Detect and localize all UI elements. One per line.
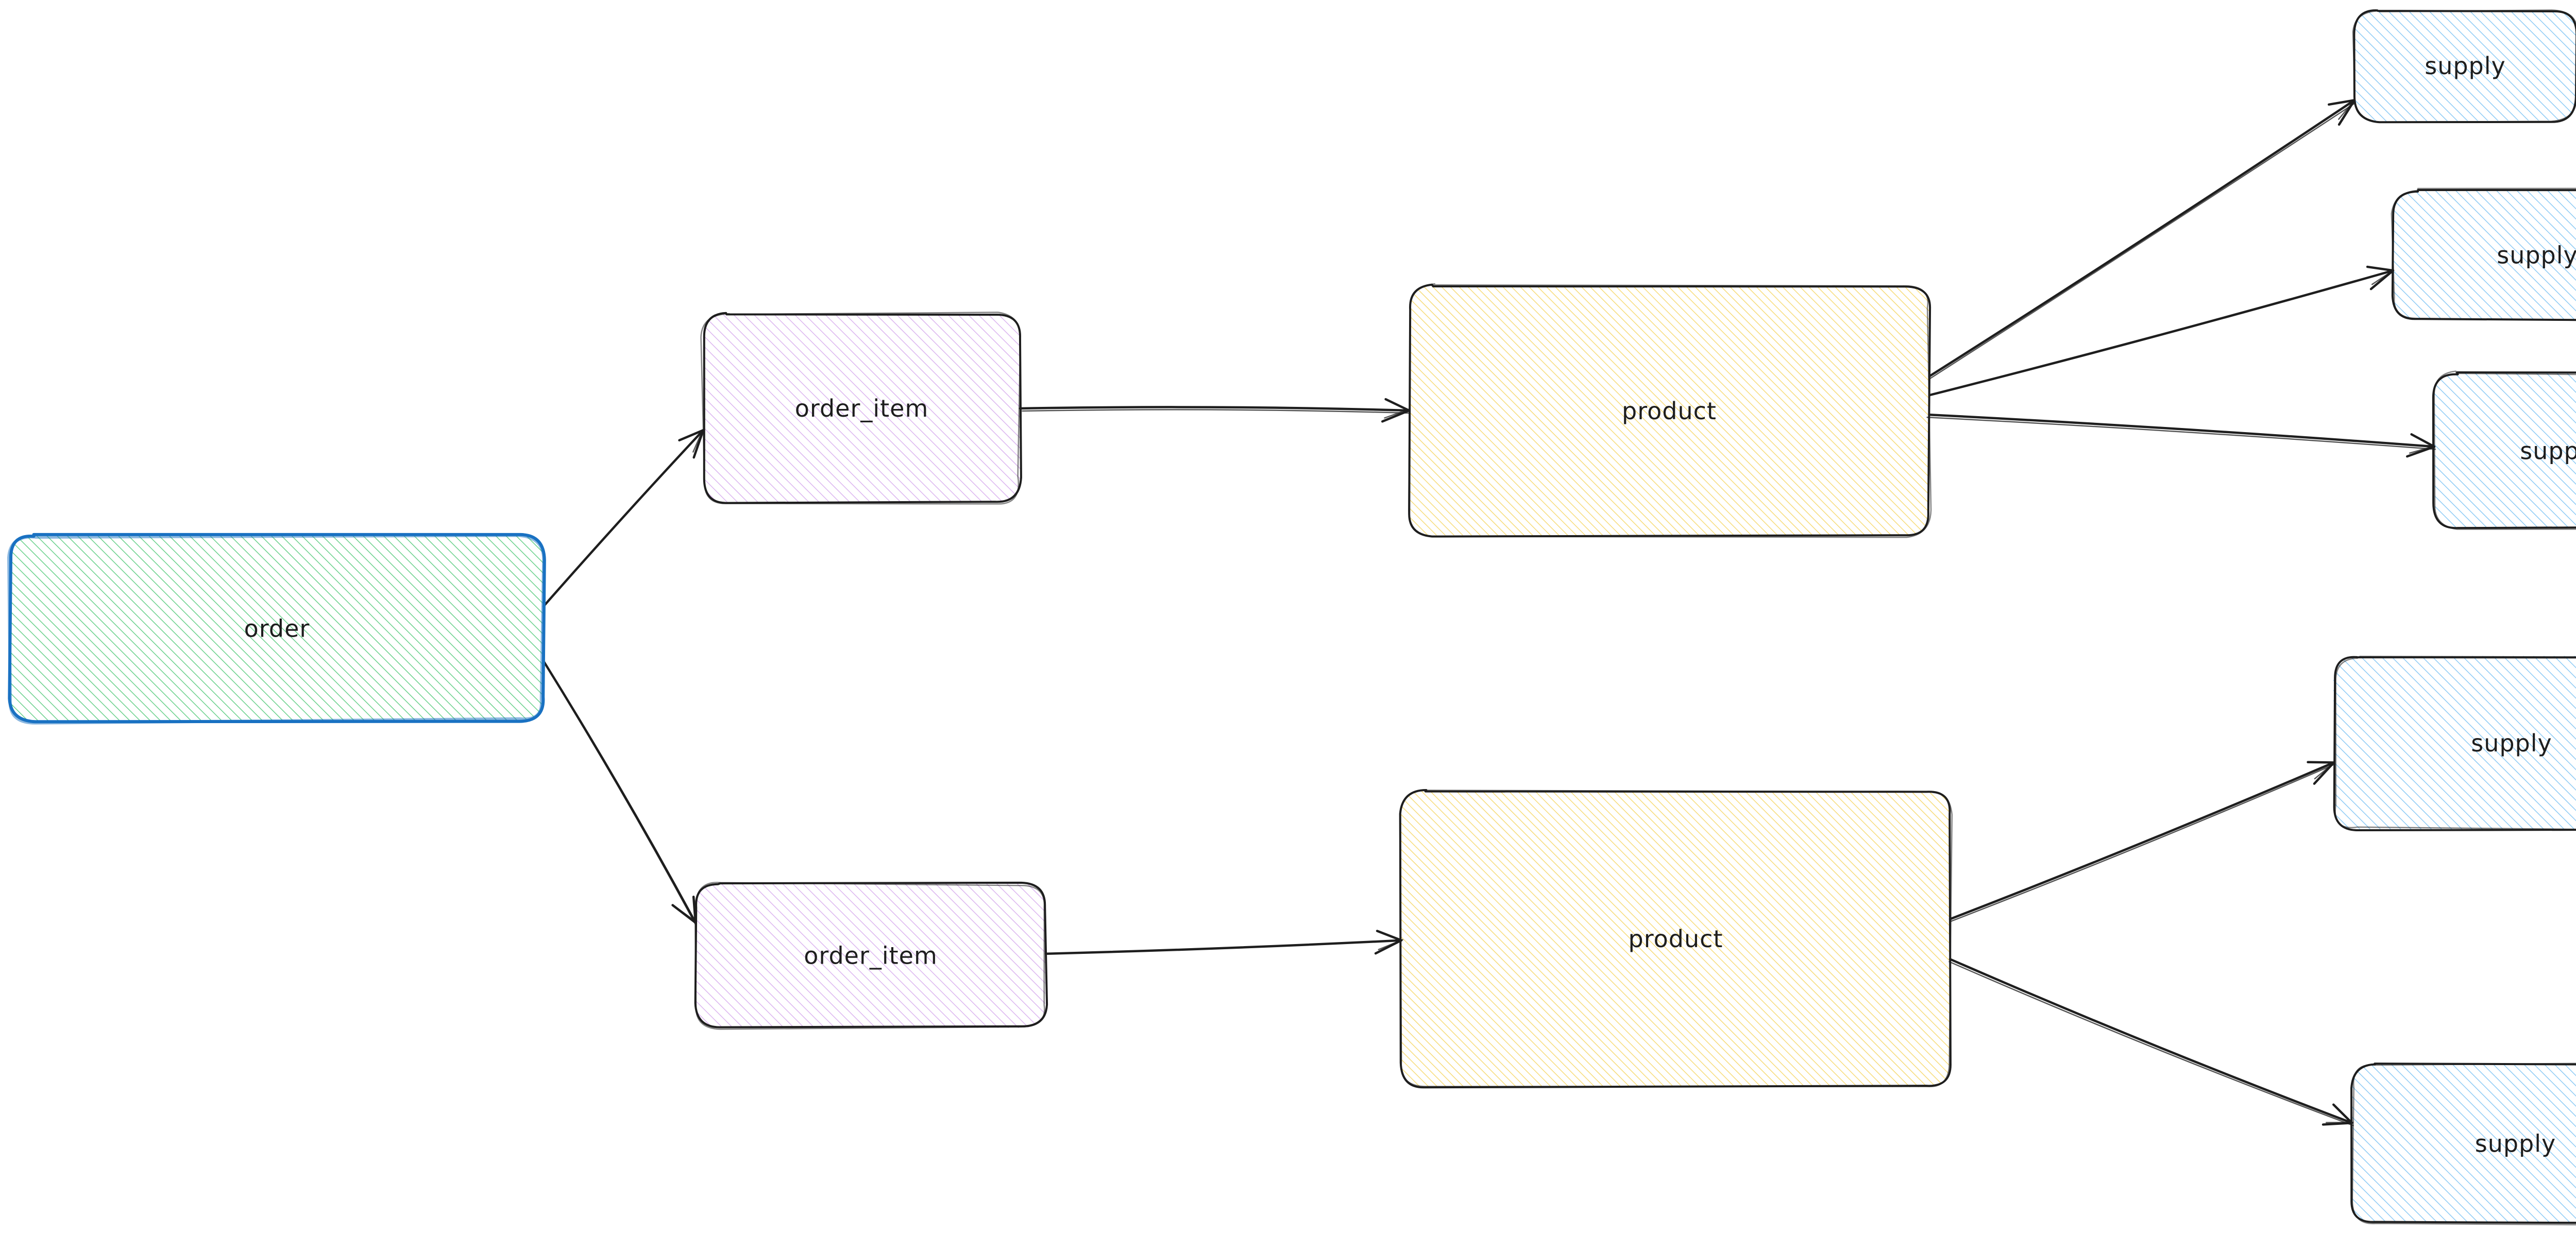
edge-arrowhead-second-pass	[2338, 100, 2354, 120]
edge-arrowhead-second-pass	[1378, 939, 1403, 950]
edge-shaft-second-pass	[1926, 417, 2436, 450]
edge-product_2-to-supply_5[interactable]	[1948, 958, 2354, 1126]
node-outline-order_item_2	[694, 881, 1048, 1029]
edge-shaft	[1948, 958, 2353, 1124]
edge-product_1-to-supply_3[interactable]	[1926, 414, 2436, 458]
edge-shaft	[1928, 269, 2395, 397]
node-fill-supply_4	[2333, 656, 2576, 830]
node-outline-product_2	[1399, 789, 1952, 1089]
node-outline-supply_1	[2353, 9, 2576, 124]
node-label-order: order	[244, 615, 310, 643]
edge-arrowhead	[2321, 1103, 2353, 1126]
node-outline-order	[8, 533, 546, 724]
node-label-product_1: product	[1622, 397, 1717, 425]
node-order[interactable]: order	[7, 533, 546, 725]
edge-order-to-order_item_1[interactable]	[542, 429, 705, 608]
node-label-product_2: product	[1629, 925, 1723, 953]
edge-shaft	[1019, 406, 1411, 412]
node-supply_4[interactable]: supply	[2333, 656, 2576, 832]
edge-shaft	[1928, 414, 2436, 448]
node-supply_3[interactable]: supply	[2432, 370, 2576, 530]
node-supply_5[interactable]: supply	[2350, 1063, 2576, 1226]
edge-arrowhead	[2366, 265, 2395, 290]
edge-arrowhead-second-pass	[2371, 270, 2394, 285]
node-outline-supply_2	[2391, 189, 2576, 321]
node-outline-ghost-supply_4	[2334, 656, 2576, 830]
edge-product_2-to-supply_4[interactable]	[1948, 761, 2335, 922]
edge-arrowhead-second-pass	[692, 430, 704, 453]
node-outline-supply_3	[2432, 371, 2576, 529]
node-fill-order	[10, 535, 544, 722]
node-product_2[interactable]: product	[1399, 789, 1953, 1089]
edge-arrowhead-second-pass	[675, 906, 697, 922]
node-fill-supply_1	[2354, 9, 2576, 122]
node-label-supply_3: supply	[2520, 437, 2576, 465]
edge-arrowhead	[2406, 433, 2436, 458]
node-outline-order_item_1	[703, 312, 1022, 504]
edge-shaft	[1928, 99, 2356, 378]
edge-shaft-second-pass	[1949, 764, 2334, 922]
edge-shaft-second-pass	[1022, 409, 1410, 414]
node-supply_2[interactable]: supply	[2391, 187, 2576, 321]
node-label-supply_2: supply	[2497, 242, 2576, 269]
edge-product_1-to-supply_2[interactable]	[1928, 265, 2395, 397]
node-fill-product_2	[1400, 790, 1950, 1087]
node-fill-order_item_1	[703, 314, 1021, 503]
edge-order_item_2-to-product_2[interactable]	[1044, 930, 1403, 955]
nodes-layer: orderorder_itemorder_itemproductproducts…	[7, 9, 2576, 1226]
edge-product_1-to-supply_1[interactable]	[1928, 99, 2357, 380]
edge-arrowhead-second-pass	[2409, 446, 2434, 454]
node-product_1[interactable]: product	[1408, 283, 1932, 538]
edge-arrowhead-second-pass	[2314, 762, 2335, 780]
node-fill-order_item_2	[696, 883, 1046, 1028]
node-label-supply_5: supply	[2475, 1130, 2556, 1158]
node-label-order_item_2: order_item	[804, 942, 938, 970]
edge-arrowhead	[1381, 398, 1411, 423]
edge-order-to-order_item_2[interactable]	[542, 660, 697, 926]
node-fill-supply_3	[2433, 372, 2576, 528]
node-outline-supply_5	[2350, 1063, 2576, 1224]
edge-arrowhead-second-pass	[1384, 408, 1410, 419]
node-fill-product_1	[1409, 285, 1930, 536]
edge-arrowhead	[678, 429, 705, 459]
edge-shaft-second-pass	[1948, 961, 2354, 1126]
node-fill-supply_5	[2351, 1063, 2576, 1224]
edge-shaft	[1948, 761, 2335, 920]
node-supply_1[interactable]: supply	[2352, 9, 2576, 124]
node-outline-product_1	[1408, 283, 1931, 538]
edge-shaft	[542, 429, 705, 608]
node-order_item_1[interactable]: order_item	[700, 312, 1022, 505]
node-order_item_2[interactable]: order_item	[694, 881, 1048, 1030]
edge-shaft-second-pass	[1929, 102, 2357, 380]
edge-order_item_1-to-product_1[interactable]	[1019, 398, 1411, 423]
edge-shaft-second-pass	[544, 663, 697, 926]
edge-shaft	[1044, 939, 1403, 955]
node-outline-supply_4	[2333, 656, 2576, 832]
node-fill-supply_2	[2393, 190, 2576, 320]
edges-layer	[542, 99, 2436, 1126]
node-label-supply_1: supply	[2425, 52, 2506, 80]
node-label-supply_4: supply	[2471, 729, 2552, 757]
node-label-order_item_1: order_item	[795, 395, 929, 422]
